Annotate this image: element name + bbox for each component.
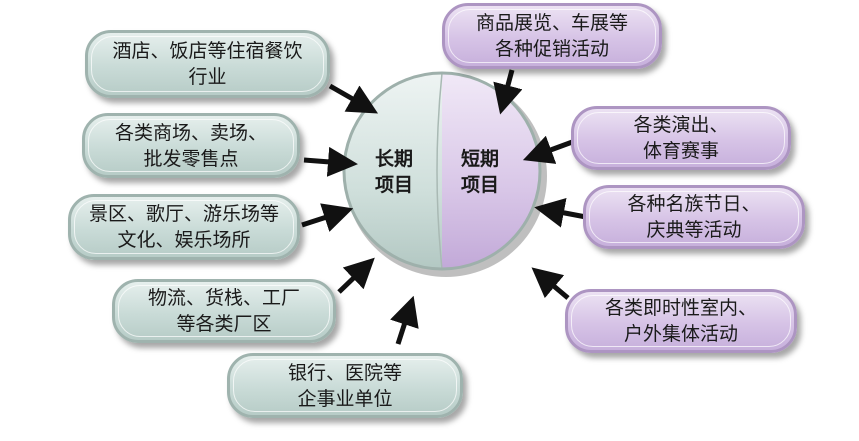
- pill-exhibition-promotion: 商品展览、车展等 各种促销活动: [442, 3, 662, 69]
- arrow-hotel: [328, 83, 379, 114]
- pill-indoor-outdoor-events: 各类即时性室内、 户外集体活动: [565, 289, 797, 353]
- arrow-festival: [534, 198, 587, 228]
- pill-scenic-entertainment: 景区、歌厅、游乐场等 文化、娱乐场所: [68, 194, 300, 260]
- arrow-outdoor: [531, 267, 570, 300]
- pill-mall-retail: 各类商场、卖场、 批发零售点: [82, 113, 300, 178]
- arrows: [301, 69, 587, 345]
- center-sphere: [342, 71, 547, 277]
- pill-festival-celebration: 各种名族节日、 庆典等活动: [583, 185, 805, 249]
- arrow-logistics: [337, 257, 375, 294]
- pill-bank-hospital: 银行、医院等 企事业单位: [227, 353, 463, 418]
- arrow-exhibition: [493, 69, 523, 115]
- short-term-label: 短期 项目: [460, 148, 499, 196]
- pill-performance-sports: 各类演出、 体育赛事: [571, 106, 791, 170]
- arrow-mall: [303, 146, 358, 177]
- arrow-scenic: [301, 203, 354, 232]
- pill-logistics-factory: 物流、货栈、工厂 等各类厂区: [112, 279, 336, 343]
- long-term-label: 长期 项目: [374, 148, 413, 196]
- arrow-bank: [390, 295, 419, 345]
- arrow-performance: [522, 135, 576, 164]
- pill-hotel-catering: 酒店、饭店等住宿餐饮 行业: [85, 30, 330, 98]
